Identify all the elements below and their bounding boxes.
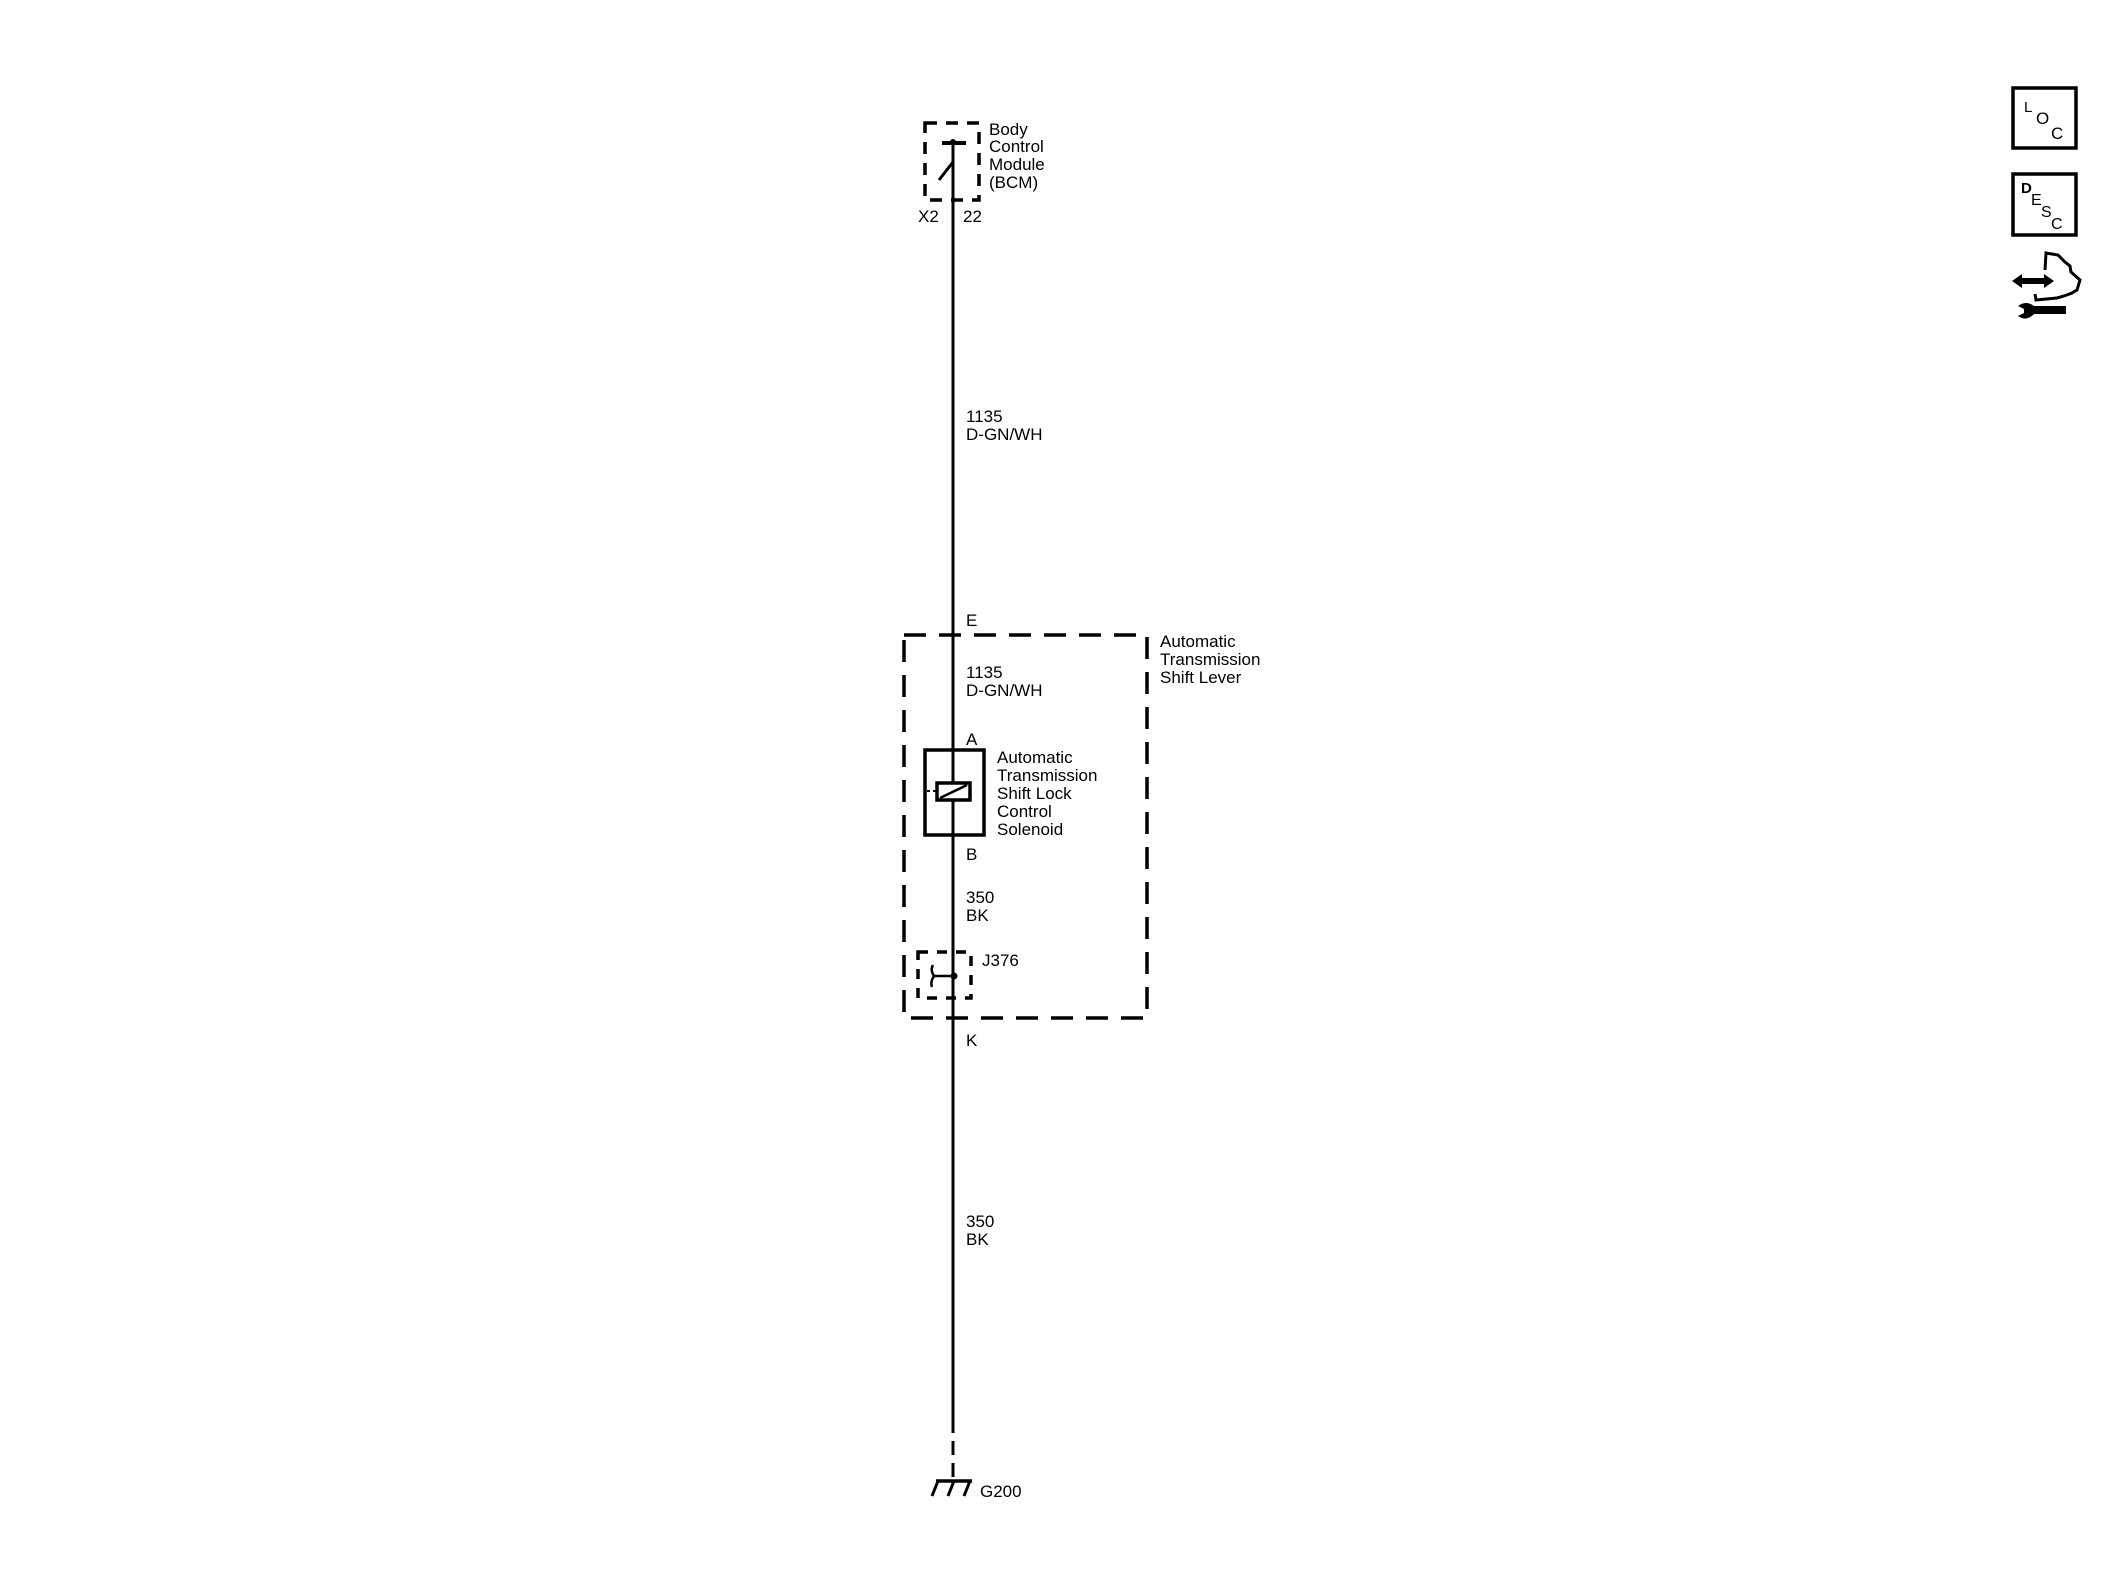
ground-tick [962,1480,972,1497]
splice-hook-icon [930,964,954,988]
wire-lower-color: BK [966,1230,989,1249]
wire-inner-bottom-circuit: 350 [966,888,994,907]
wrench-icon [2018,303,2066,319]
ground-label: G200 [980,1482,1022,1501]
splice-j376[interactable]: J376 [916,950,1019,1000]
desc-button-frame [2011,172,2078,237]
double-arrow-icon [2012,274,2054,288]
shift-lever-dashed-box [902,633,1149,1020]
desc-letter: D [2021,180,2032,197]
bcm-switch-arm [937,161,955,181]
shift-lever-component[interactable]: E Automatic Transmission Shift Lever 113… [902,611,1260,1050]
bcm-component[interactable]: Body Control Module (BCM) X2 22 [918,120,1045,226]
solenoid-label-line: Solenoid [997,820,1063,839]
wire-inner-bottom-color: BK [966,906,989,925]
shift-lever-label-line: Transmission [1160,650,1260,669]
description-icon[interactable]: D E S C [2011,172,2078,237]
desc-letter: E [2031,192,2042,209]
solenoid-label-line: Shift Lock [997,784,1072,803]
splice-dashed-box [916,950,973,1000]
loc-letter: O [2036,109,2049,128]
solenoid-component[interactable]: A B Automatic Transmission Shift Lock Co… [923,730,1097,864]
shift-lever-label-line: Shift Lever [1160,668,1242,687]
solenoid-box [923,748,986,837]
shift-lever-pin-e: E [966,611,977,630]
bcm-pin-label: 22 [963,207,982,226]
wire-lower-circuit: 350 [966,1212,994,1231]
wire-inner-top-color: D-GN/WH [966,681,1042,700]
wire-inner-top-circuit: 1135 [966,663,1003,682]
solenoid-label-line: Automatic [997,748,1073,767]
bcm-connector-label: X2 [918,207,939,226]
shift-lever-pin-k: K [966,1031,978,1050]
wire-upper-circuit: 1135 [966,407,1003,426]
shift-lever-label-line: Automatic [1160,632,1236,651]
ground-tick [930,1480,940,1497]
ground-tick [946,1480,956,1497]
bcm-dashed-box [923,121,981,202]
loc-letter: L [2024,99,2032,116]
loc-letter: C [2051,124,2063,143]
solenoid-label-line: Control [997,802,1052,821]
desc-letter: C [2051,216,2063,233]
connector-outline [2033,251,2082,302]
splice-label: J376 [982,951,1019,970]
bcm-label-line: (BCM) [989,173,1038,192]
loc-button-frame [2011,86,2078,150]
solenoid-label-line: Transmission [997,766,1097,785]
connector-repair-icon[interactable] [2012,251,2082,319]
ground-g200[interactable]: G200 [930,1479,1022,1501]
wire-upper-color: D-GN/WH [966,425,1042,444]
bcm-label-line: Body [989,120,1028,139]
desc-letter: S [2041,204,2052,221]
bcm-label-line: Control [989,137,1044,156]
bcm-label-line: Module [989,155,1045,174]
solenoid-coil-diagonal [939,783,968,800]
solenoid-pin-b: B [966,845,977,864]
solenoid-pin-a: A [966,730,978,749]
location-icon[interactable]: L O C [2011,86,2078,150]
